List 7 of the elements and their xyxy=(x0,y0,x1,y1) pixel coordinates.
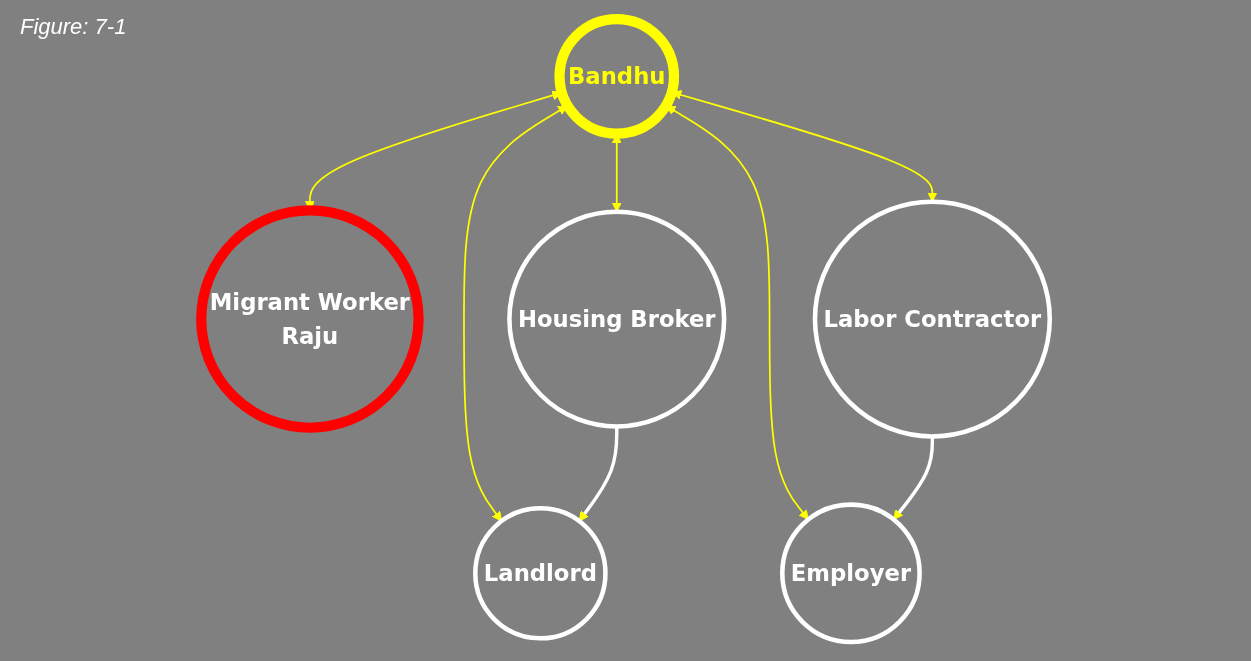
figure-title: Figure: 7-1 xyxy=(20,14,127,40)
node-circle: Employer xyxy=(780,502,922,645)
node-circle: Landlord xyxy=(473,505,608,641)
node-circle: Bandhu xyxy=(554,14,680,139)
node-circle: Housing Broker xyxy=(507,209,727,429)
node-circle: Labor Contractor xyxy=(812,199,1053,439)
node-circle: Migrant Worker Raju xyxy=(196,205,424,433)
